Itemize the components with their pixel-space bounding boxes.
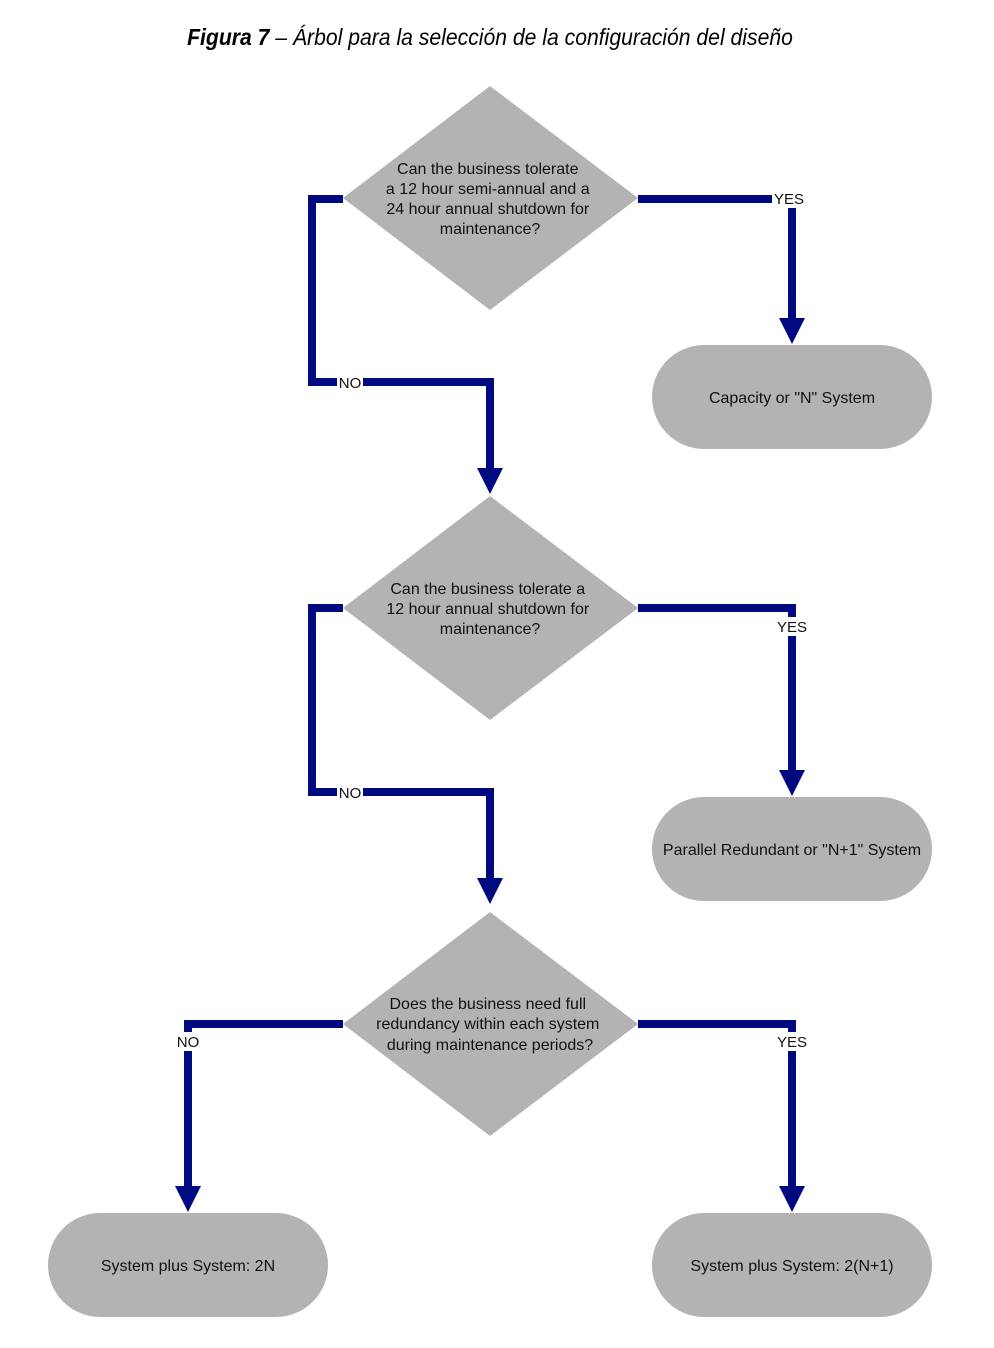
arrowhead-q2-yes <box>779 770 805 796</box>
connector-q1-no <box>308 195 494 470</box>
branch-label-q2-yes: YES <box>777 619 807 636</box>
branch-label-q3-yes: YES <box>777 1034 807 1051</box>
arrowhead-q3-no <box>175 1186 201 1212</box>
figure-title: Árbol para la selección de la configurac… <box>292 24 793 50</box>
figure-number: Figura 7 <box>187 24 270 50</box>
branch-label-q1-no-bg <box>337 373 363 392</box>
outcome-2n-shape <box>48 1213 328 1317</box>
connector-q1-yes <box>638 195 796 320</box>
outcome-parallel-shape <box>652 797 932 901</box>
branch-label-q3-yes-bg <box>775 1032 809 1051</box>
branch-label-q2-no-bg <box>337 783 363 802</box>
decision-q1-text: Can the business tolerate a 12 hour semi… <box>386 161 594 238</box>
outcome-capacity-label: Capacity or "N" System <box>709 390 875 407</box>
branch-label-q1-yes-bg <box>772 189 806 208</box>
branch-label-q1-yes: YES <box>774 191 804 208</box>
outcome-2n1-shape <box>652 1213 932 1317</box>
outcome-capacity-shape <box>652 345 932 449</box>
decision-q2-text: Can the business tolerate a 12 hour annu… <box>386 581 593 638</box>
outcome-parallel-label: Parallel Redundant or "N+1" System <box>663 842 921 859</box>
branch-label-q2-yes-bg <box>775 617 809 636</box>
arrowhead-q3-yes <box>779 1186 805 1212</box>
arrowhead-q2-no <box>477 878 503 904</box>
branch-label-q3-no: NO <box>177 1034 200 1051</box>
branch-label-q3-no-bg <box>174 1032 202 1051</box>
decision-q2-diamond <box>343 496 638 720</box>
outcome-2n1-label: System plus System: 2(N+1) <box>690 1258 893 1275</box>
connector-q2-no <box>308 604 494 880</box>
branch-label-q2-no: NO <box>339 785 362 802</box>
connector-q3-no <box>184 1020 343 1188</box>
arrowhead-q1-yes <box>779 318 805 344</box>
figure-caption: Figura 7 – Árbol para la selección de la… <box>39 24 941 51</box>
branch-label-q1-no: NO <box>339 375 362 392</box>
decision-q1-diamond <box>343 86 638 310</box>
caption-separator: – <box>269 24 293 50</box>
outcome-2n-label: System plus System: 2N <box>101 1258 275 1275</box>
arrowhead-q1-no <box>477 468 503 494</box>
decision-q3-diamond <box>343 912 638 1136</box>
connector-q3-yes <box>638 1020 796 1188</box>
connector-q2-yes <box>638 604 796 772</box>
decision-q3-text: Does the business need full redundancy w… <box>376 996 604 1054</box>
